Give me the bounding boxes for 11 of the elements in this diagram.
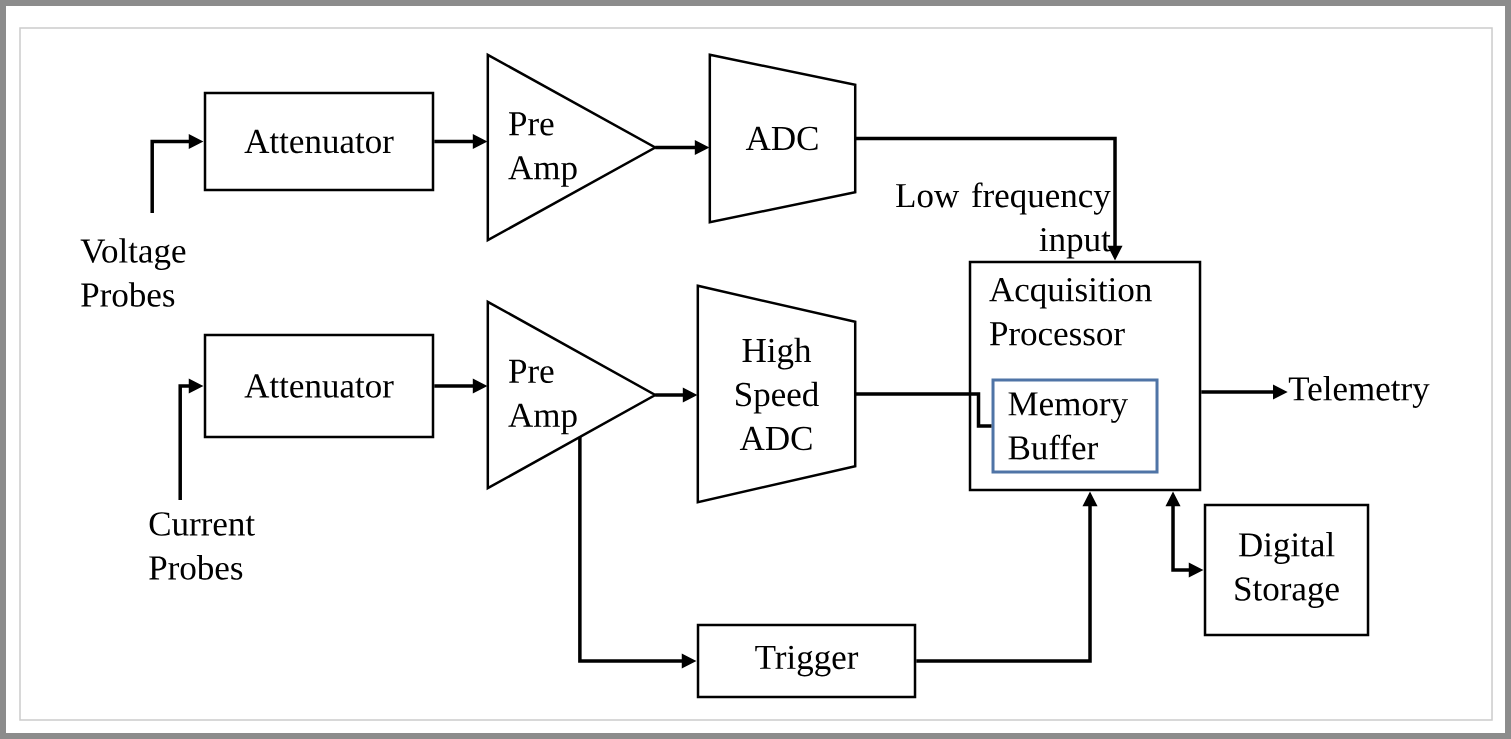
block-box: Trigger bbox=[696, 623, 917, 699]
input-label: Voltage Probes bbox=[80, 238, 186, 307]
converter-trapezoid: High Speed ADC bbox=[696, 284, 857, 504]
output-label: Telemetry bbox=[1288, 376, 1430, 408]
edge-label: Low frequency input bbox=[896, 182, 1111, 259]
block-box: Attenuator bbox=[203, 333, 435, 439]
block-box: Digital Storage bbox=[1203, 503, 1370, 637]
block-box: Attenuator bbox=[203, 91, 435, 192]
buffer-box: Memory Buffer bbox=[991, 378, 1159, 474]
input-label: Current Probes bbox=[149, 512, 255, 580]
converter-trapezoid: ADC bbox=[708, 53, 857, 224]
